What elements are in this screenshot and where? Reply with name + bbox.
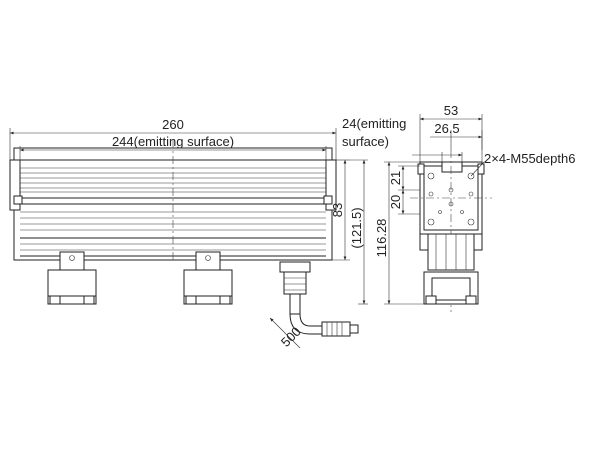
dim-emitting-length: 244(emitting surface) — [19, 134, 327, 168]
half-width-label: 26.5 — [434, 121, 459, 136]
thread-note-label: 2×4-M55depth6 — [484, 151, 575, 166]
cable-length-label: 500 — [278, 324, 304, 350]
front-view: 260 244(emitting surface) 83 (121.5) 500 — [9, 117, 368, 350]
emitting-width-line2: surface) — [342, 134, 389, 149]
total-height-paren-label: (121.5) — [349, 207, 364, 248]
dim-body-height: 83 — [330, 159, 350, 261]
dim-cable-length: 500 — [269, 317, 304, 350]
emitting-width-line1: 24(emitting — [342, 116, 406, 131]
overall-length-label: 260 — [162, 117, 184, 132]
width-label: 53 — [444, 103, 458, 118]
dim-21: 21 — [388, 165, 420, 191]
dim-20-label: 20 — [388, 195, 403, 209]
dim-emitting-width: 24(emitting surface) — [342, 116, 463, 162]
mount-bracket-right — [183, 251, 233, 305]
dim-total-height-front: (121.5) — [349, 159, 368, 305]
emitting-length-label: 244(emitting surface) — [112, 134, 234, 149]
body-height-label: 83 — [330, 203, 345, 217]
dim-width: 53 — [419, 103, 483, 162]
side-view: 53 26.5 24(emitting surface) 21 2 — [342, 103, 575, 312]
cable-connector — [279, 261, 359, 337]
dim-half-width: 26.5 — [430, 121, 483, 150]
mount-bracket-left — [47, 251, 97, 305]
dim-21-label: 21 — [388, 171, 403, 185]
dim-20: 20 — [388, 190, 420, 215]
thread-note: 2×4-M55depth6 — [470, 151, 575, 177]
dim-total-height-side: 116.28 — [374, 161, 424, 305]
dim-overall-length: 260 — [9, 117, 337, 160]
total-height-side-label: 116.28 — [374, 219, 389, 258]
